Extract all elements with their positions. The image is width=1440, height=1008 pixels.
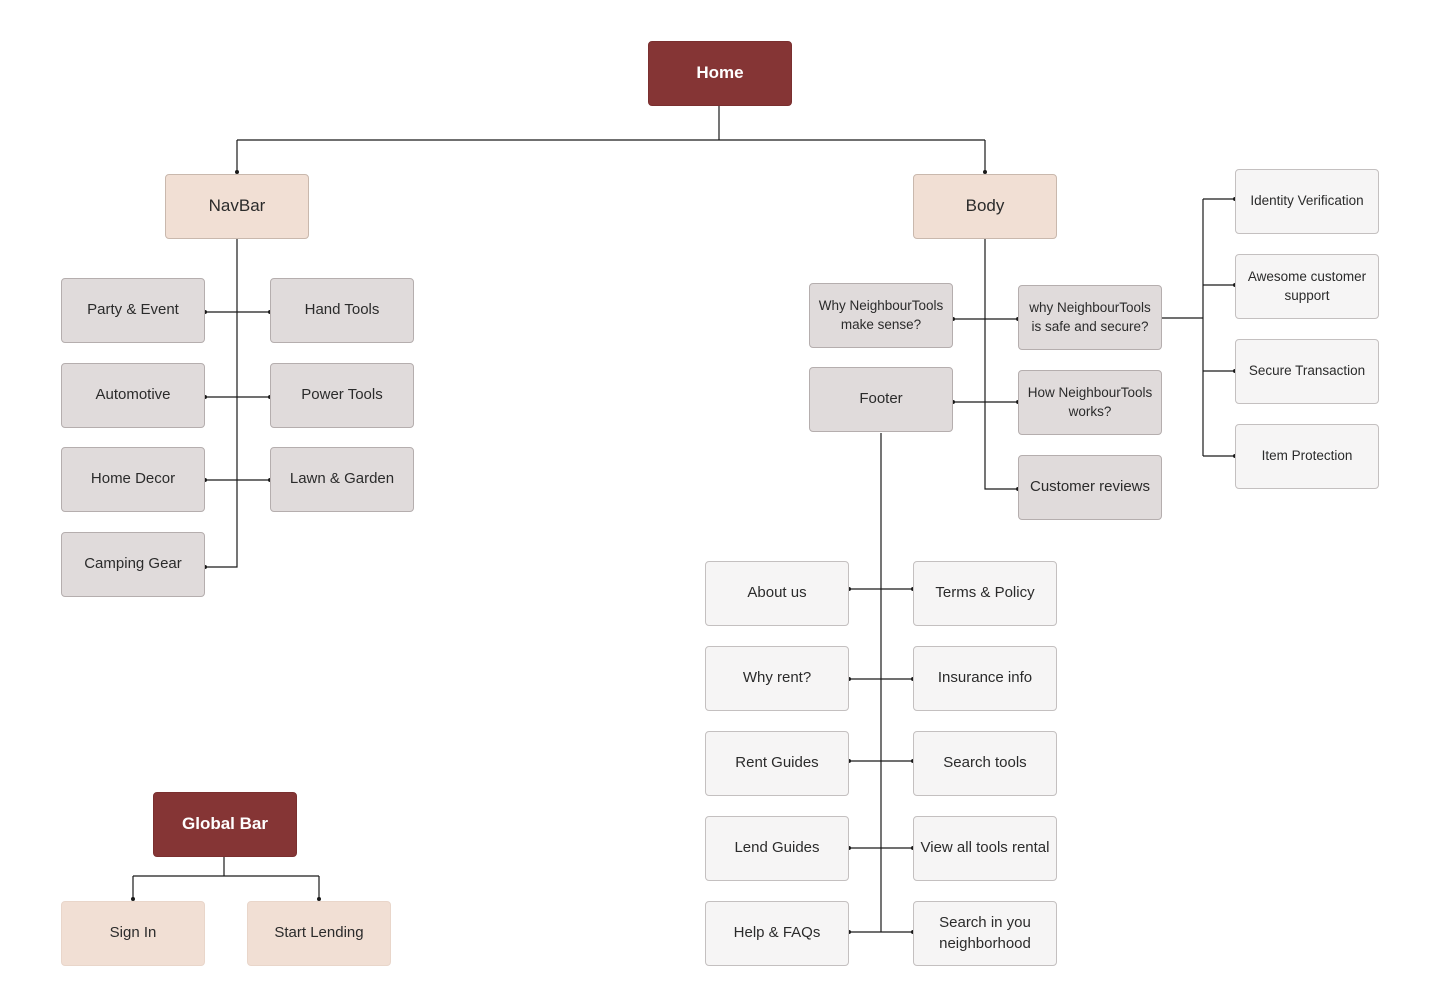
footer-item-rent-guides: Rent Guides	[705, 731, 849, 796]
footer-item-help-faqs: Help & FAQs	[705, 901, 849, 966]
footer-item-search-neighborhood: Search in you neighborhood	[913, 901, 1057, 966]
safety-item-secure-transaction: Secure Transaction	[1235, 339, 1379, 404]
body-node: Body	[913, 174, 1057, 239]
global-item-start-lending: Start Lending	[247, 901, 391, 966]
nav-item-camping-gear: Camping Gear	[61, 532, 205, 597]
footer-item-about-us: About us	[705, 561, 849, 626]
global-item-sign-in: Sign In	[61, 901, 205, 966]
body-item-how-works: How NeighbourTools works?	[1018, 370, 1162, 435]
footer-item-why-rent: Why rent?	[705, 646, 849, 711]
footer-item-terms-policy: Terms & Policy	[913, 561, 1057, 626]
nav-item-party-event: Party & Event	[61, 278, 205, 343]
nav-item-automotive: Automotive	[61, 363, 205, 428]
footer-item-view-all-tools: View all tools rental	[913, 816, 1057, 881]
footer-node: Footer	[809, 367, 953, 432]
nav-item-power-tools: Power Tools	[270, 363, 414, 428]
footer-item-insurance-info: Insurance info	[913, 646, 1057, 711]
safety-item-identity-verification: Identity Verification	[1235, 169, 1379, 234]
global-bar-node: Global Bar	[153, 792, 297, 857]
navbar-node: NavBar	[165, 174, 309, 239]
nav-item-home-decor: Home Decor	[61, 447, 205, 512]
footer-item-lend-guides: Lend Guides	[705, 816, 849, 881]
body-item-why-make-sense: Why NeighbourTools make sense?	[809, 283, 953, 348]
home-node: Home	[648, 41, 792, 106]
footer-item-search-tools: Search tools	[913, 731, 1057, 796]
body-item-customer-reviews: Customer reviews	[1018, 455, 1162, 520]
nav-item-hand-tools: Hand Tools	[270, 278, 414, 343]
nav-item-lawn-garden: Lawn & Garden	[270, 447, 414, 512]
safety-item-customer-support: Awesome customer support	[1235, 254, 1379, 319]
body-item-safe-secure: why NeighbourTools is safe and secure?	[1018, 285, 1162, 350]
safety-item-item-protection: Item Protection	[1235, 424, 1379, 489]
